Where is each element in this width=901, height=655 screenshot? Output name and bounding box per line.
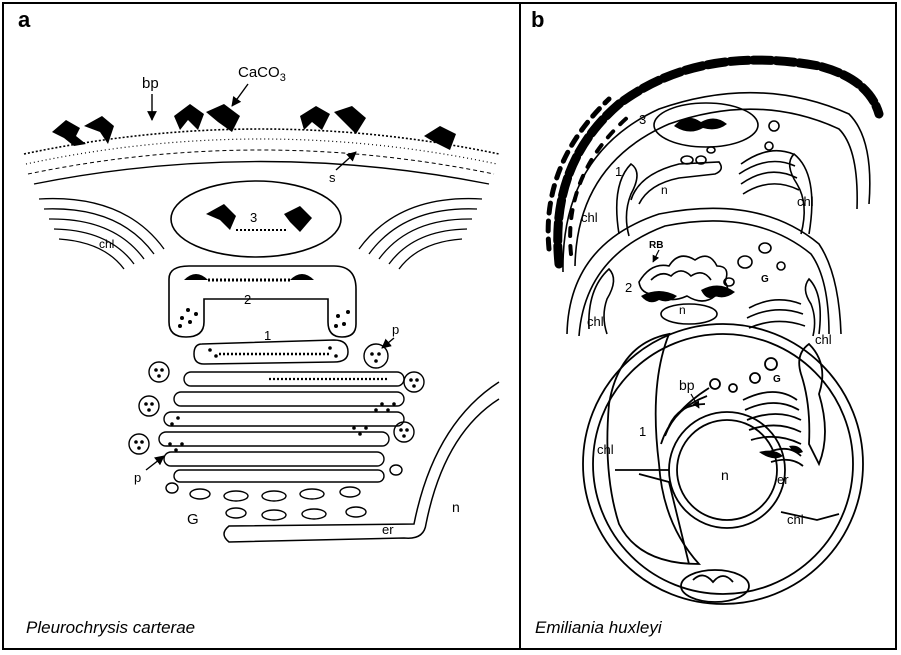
b-label-chl-top-right: chl xyxy=(797,194,814,209)
b-label-n-top: n xyxy=(661,183,668,197)
b-label-chl-top-left: chl xyxy=(581,210,598,225)
b-label-1-bottom: 1 xyxy=(639,424,646,439)
b-label-g-bottom: G xyxy=(773,374,781,385)
label-p-top: p xyxy=(382,322,399,348)
b-label-3: 3 xyxy=(639,112,646,127)
stage3-vesicle: 3 xyxy=(171,181,341,257)
b-label-rb: RB xyxy=(649,240,663,262)
label-bp: bp xyxy=(142,75,159,120)
b-label-chl-bottom-left: chl xyxy=(597,442,614,457)
golgi-stack xyxy=(159,372,404,520)
svg-text:3: 3 xyxy=(250,210,257,225)
stage2-vesicle: 2 xyxy=(169,266,356,337)
label-n: n xyxy=(452,499,460,515)
b-label-1-top: 1 xyxy=(615,164,622,179)
svg-text:2: 2 xyxy=(244,292,251,307)
svg-text:1: 1 xyxy=(264,328,271,343)
middle-cell-coccolith xyxy=(641,285,735,302)
bottom-cell xyxy=(583,324,863,604)
b-label-er: er xyxy=(777,472,789,487)
panel-a: a Pleurochrysis carterae xyxy=(4,4,521,648)
svg-text:CaCO3: CaCO3 xyxy=(238,64,286,84)
svg-text:p: p xyxy=(392,322,399,337)
chloroplast-left xyxy=(39,199,164,269)
label-s: s xyxy=(329,152,356,185)
label-caco3: CaCO3 xyxy=(232,64,286,106)
panel-b: b Emiliania huxleyi xyxy=(519,4,897,648)
label-chl: chl xyxy=(99,237,114,251)
chloroplast-right xyxy=(359,199,482,269)
b-label-2: 2 xyxy=(625,280,632,295)
b-label-chl-bottom-right: chl xyxy=(787,512,804,527)
scale-vesicles xyxy=(129,344,424,454)
top-cell-coccolith xyxy=(674,118,727,132)
b-label-n-mid: n xyxy=(679,303,686,317)
svg-text:s: s xyxy=(329,170,336,185)
svg-text:bp: bp xyxy=(679,377,695,393)
stage1-vesicle: 1 xyxy=(194,328,348,364)
surface-coccoliths xyxy=(52,104,456,150)
svg-text:bp: bp xyxy=(142,75,159,92)
middle-cell xyxy=(567,208,841,336)
label-p-bottom: p xyxy=(134,456,164,485)
label-golgi: G xyxy=(187,511,199,528)
label-er: er xyxy=(382,522,394,537)
emiliania-diagram: 3 1 n chl chl RB xyxy=(519,4,895,650)
b-label-g-mid: G xyxy=(761,274,769,285)
golgi-dots xyxy=(168,402,396,452)
b-label-chl-mid-right: chl xyxy=(815,332,832,347)
svg-text:p: p xyxy=(134,470,141,485)
b-label-chl-mid-left: chl xyxy=(587,314,604,329)
b-label-n-bottom: n xyxy=(721,467,729,483)
pleurochrysis-diagram: bp CaCO3 s chl xyxy=(4,4,517,650)
svg-text:RB: RB xyxy=(649,240,663,251)
